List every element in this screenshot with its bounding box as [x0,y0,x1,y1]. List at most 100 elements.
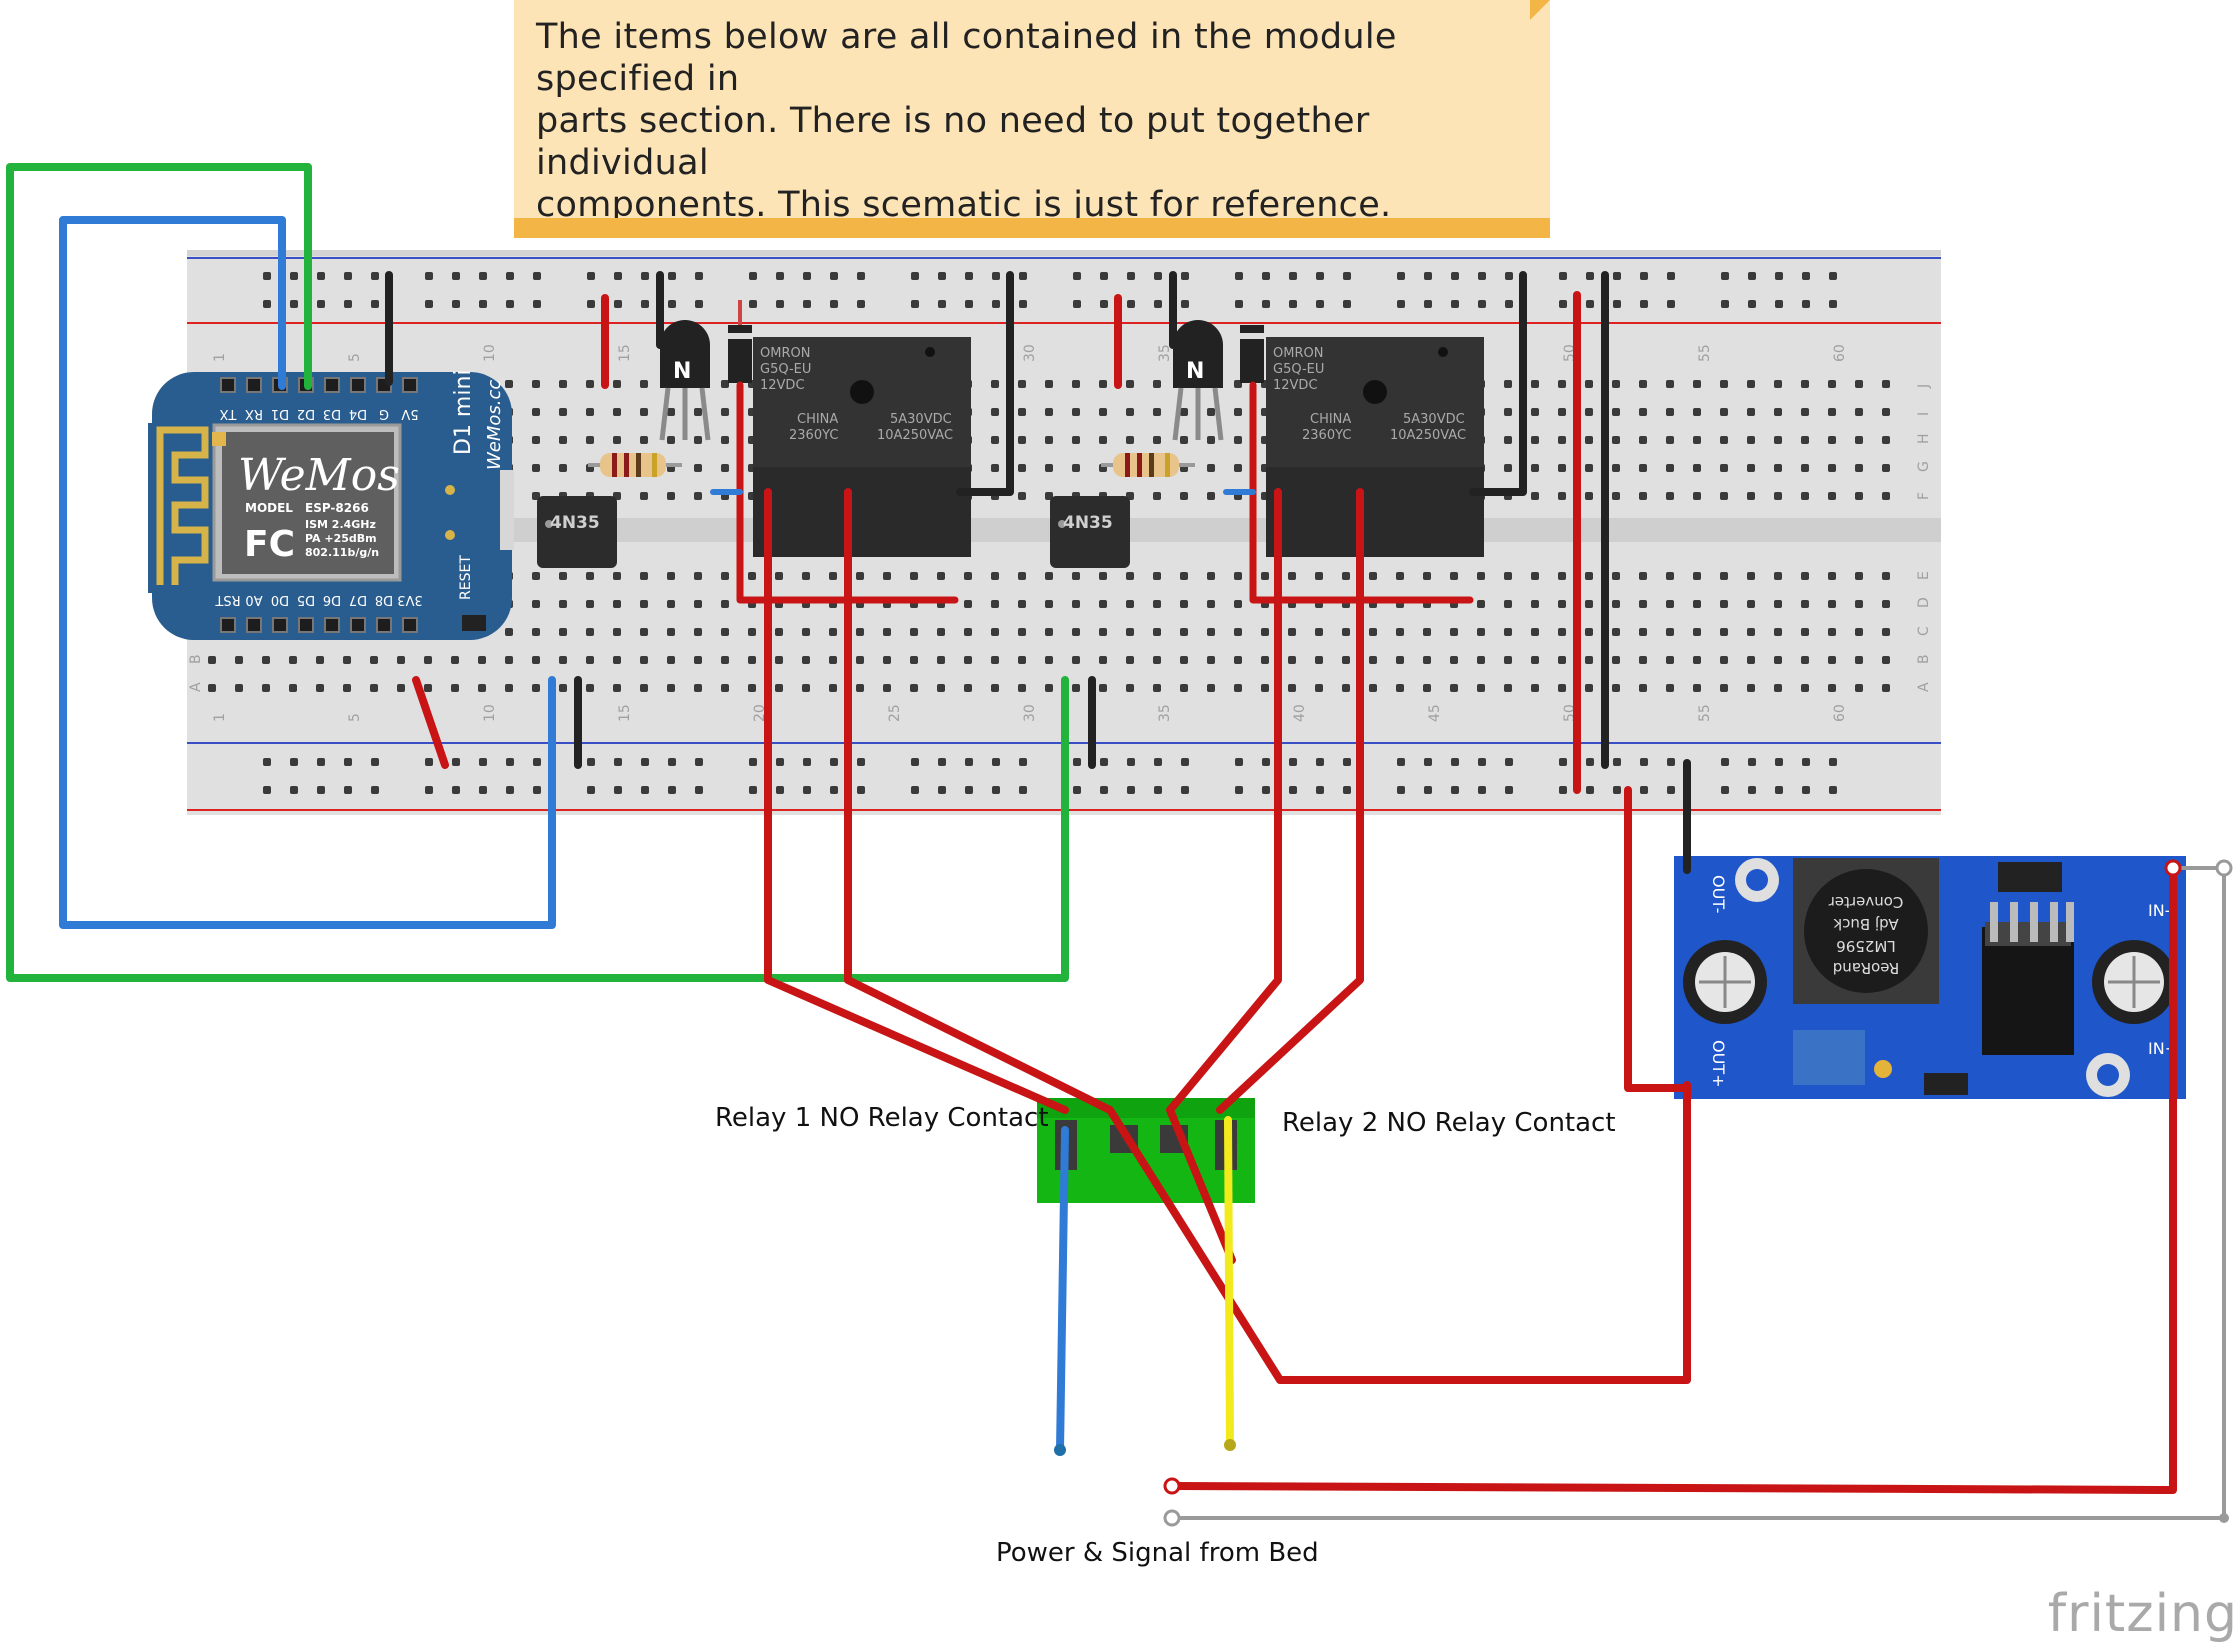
wemos-bottom-pin [298,617,314,633]
wemos-top-pin-label: D2 [297,406,315,421]
screw-terminal-block [1037,1098,1255,1203]
relay-1-rating-2: 10A250VAC [877,428,953,443]
relay-1-line-1: OMRON [760,346,810,361]
column-number-bottom: 35 [1157,704,1173,722]
row-letter: H [1916,433,1932,444]
transistor-1: N [659,320,711,441]
row-letter: D [1916,597,1932,608]
relay-2-line-3: 12VDC [1273,378,1318,393]
wemos-model-label: MODEL [245,501,293,515]
relay-2-code: 2360YC [1302,428,1351,443]
wemos-d1-mini: WeMos MODEL ESP-8266 FC ISM 2.4GHz PA +2… [148,369,514,640]
wemos-model: ESP-8266 [305,501,369,515]
row-letter: A [188,682,204,692]
relay-1-code: 2360YC [789,428,838,443]
row-letter: B [1916,654,1932,664]
wemos-bottom-pin [350,617,366,633]
column-number-bottom: 1 [212,713,228,722]
wire-red-bed-power [1168,864,2177,1494]
column-number-top: 30 [1022,344,1038,362]
wemos-top-pin-label: D3 [323,406,341,421]
wires [6,163,2226,1520]
wire-red-relay1-loop [736,381,959,604]
wemos-top-pin-label: G [379,406,389,421]
row-letter: A [1916,682,1932,692]
wemos-bottom-pin [246,617,262,633]
column-number-top: 55 [1697,344,1713,362]
wire-yellow-bed [1224,1116,1234,1449]
transistor-2: N [1172,320,1224,441]
transistor-1-label: N [673,359,691,384]
row-letter: J [1916,384,1932,389]
note-line-2: parts section. There is no need to put t… [536,101,1370,183]
row-letter: I [1916,412,1932,416]
wemos-top-pin-label: D1 [271,406,289,421]
relay-2-line-2: G5Q-EU [1273,362,1324,377]
wire-black-top-5 [1469,271,1527,496]
wire-red-relay2-loop [1249,381,1474,604]
row-letter: E [1916,571,1932,580]
wemos-bottom-pin-label: D8 [375,592,393,607]
wire-red-relay1-a [764,488,1069,1114]
wemos-top-pin [220,377,236,393]
wemos-bottom-pin [220,617,236,633]
column-number-bottom: 25 [887,704,903,722]
buck-label-out-minus: OUT- [1709,875,1728,913]
optocoupler-2: 4N35 [1050,496,1130,568]
optocoupler-1: 4N35 [537,496,617,568]
buck-text-4: Converter [1828,893,1904,911]
column-number-top: 10 [482,344,498,362]
buck-text-2: LM2596 [1836,937,1895,955]
wemos-bottom-pin-label: 3V3 [397,592,422,607]
buck-text-3: Adj Buck [1833,915,1898,933]
wire-blue-bed [1056,1126,1069,1454]
wemos-fc-logo: FC [244,524,295,565]
wemos-top-pin-label: 5V [401,406,418,421]
optocoupler-2-label: 4N35 [1063,513,1113,533]
relay-1-line-3: 12VDC [760,378,805,393]
row-letter: B [188,654,204,664]
resistor-1 [588,453,682,477]
relay-1-line-2: G5Q-EU [760,362,811,377]
wemos-top-pin-label: TX [219,406,237,421]
buck-text-1: ReoRand [1833,959,1899,977]
wemos-top-pin [246,377,262,393]
wemos-bottom-pin [272,617,288,633]
note-line-1: The items below are all contained in the… [536,17,1397,99]
wemos-bottom-pin-label: D5 [297,592,315,607]
row-letter: G [1916,461,1932,472]
wire-gray-bed-gnd [1170,866,2226,1520]
power-signal-label: Power & Signal from Bed [996,1538,1319,1568]
relay-2-origin: CHINA [1310,412,1351,427]
relay-1: OMRON G5Q-EU 12VDC CHINA 2360YC 5A30VDC … [753,337,971,557]
wemos-top-pin-label: D4 [349,406,367,421]
wemos-bottom-pin [324,617,340,633]
wemos-spec-1: ISM 2.4GHz [305,518,376,531]
relay-2-rating-2: 10A250VAC [1390,428,1466,443]
wire-red-buck-out [1624,786,1691,1092]
column-number-top: 5 [347,353,363,362]
wemos-bottom-pin-label: D7 [349,592,367,607]
wemos-top-pin-label: RX [245,406,263,421]
wire-red-vcc-wemos [412,676,449,769]
usb-port [500,470,514,550]
wemos-bottom-pin [402,617,418,633]
relay-1-rating-1: 5A30VDC [890,412,952,427]
relay-1-origin: CHINA [797,412,838,427]
transistor-2-label: N [1186,359,1204,384]
resistor-2 [1101,453,1195,477]
wire-red-relay2-a [1166,488,1282,1264]
wemos-bottom-pin-label: RST [215,592,240,607]
column-number-bottom: 40 [1292,704,1308,722]
wire-blue-d1 [59,216,556,929]
row-letter: F [1916,492,1932,500]
relay-2-line-1: OMRON [1273,346,1323,361]
wemos-spec-3: 802.11b/g/n [305,546,379,559]
buck-label-out-plus: OUT+ [1709,1040,1728,1087]
column-number-bottom: 15 [617,704,633,722]
reset-button[interactable] [462,615,486,631]
wire-red-relay1-b [844,488,1691,1384]
wemos-top-pin [350,377,366,393]
wemos-side-title: D1 mini [451,369,476,455]
